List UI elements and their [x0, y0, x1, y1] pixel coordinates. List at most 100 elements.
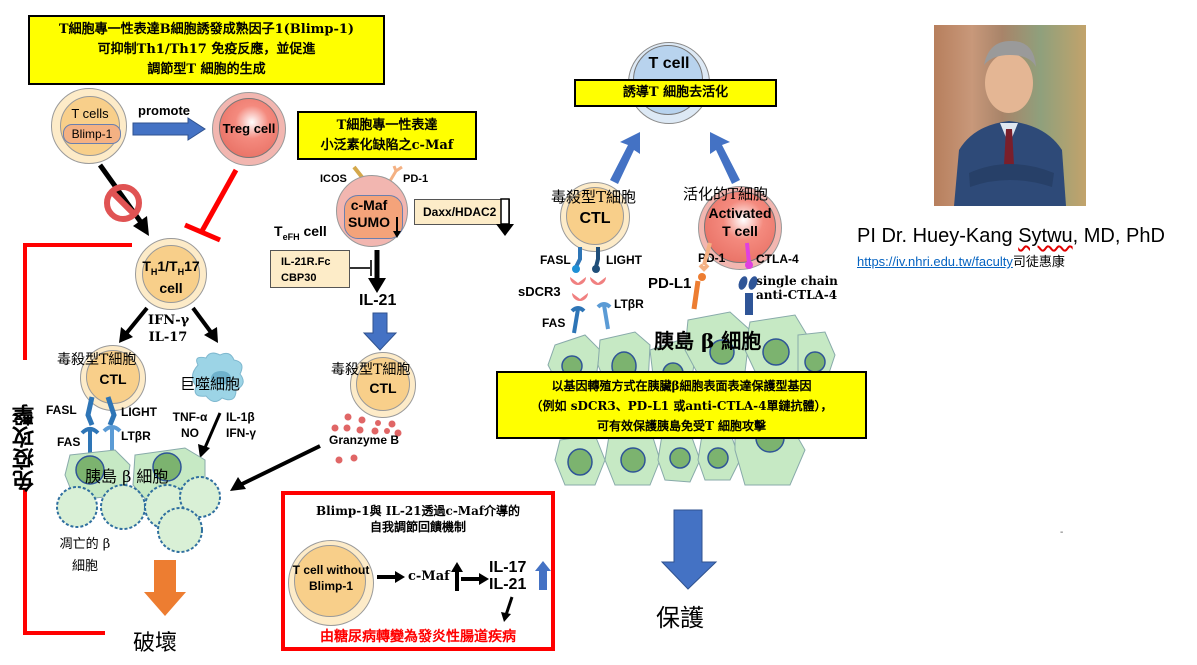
feedback-cmaf: c-Maf	[408, 569, 450, 584]
ctl-caption-middle: 毒殺型T細胞	[331, 362, 411, 378]
cytokine-ifng-2: IFN-γ	[226, 426, 256, 440]
granzyme-to-islet-arrow	[230, 444, 321, 491]
activated-line2: T cell	[722, 223, 758, 239]
deficient-line1: T cell without	[292, 563, 370, 577]
single-chain-line2: anti-CTLA-4	[756, 288, 838, 302]
cmaf-to-il-arrow	[461, 573, 489, 585]
promote-label: promote	[138, 103, 190, 118]
fas-label-left: FAS	[57, 435, 81, 449]
macrophage-caption: 巨噬細胞	[180, 375, 241, 393]
il21-blue-arrow	[362, 312, 398, 351]
fas-label-right: FAS	[542, 316, 566, 330]
protect-label: 保護	[656, 604, 704, 632]
blimp1-pill: Blimp-1	[63, 124, 121, 144]
stray-mark: -	[1060, 527, 1064, 538]
blimp1-header-line1: T細胞專一性表達B細胞誘發成熟因子1(Blimp-1)	[58, 22, 355, 37]
blimp1-header-box: T細胞專一性表達B細胞誘發成熟因子1(Blimp-1) 可抑制Th1/Th17 …	[28, 15, 385, 85]
protect-line1: 以基因轉殖方式在胰臟β細胞表面表達保護型基因	[551, 379, 812, 393]
il-to-disease-arrow	[501, 596, 514, 622]
cmaf-nucleus	[344, 195, 403, 239]
blimp1-header-line3: 調節型T 細胞的生成	[147, 62, 266, 77]
feedback-title: Blimp-1與 IL-21透過c-Maf介導的 自我調節回饋機制	[285, 503, 551, 535]
ctl-label-middle: CTL	[369, 380, 397, 396]
il-up-blue-arrow	[535, 561, 551, 590]
pi-link-row: https://iv.nhri.edu.tw/faculty司徒惠康	[857, 251, 1065, 270]
cmaf-header-line2: 小泛素化缺陷之c-Maf	[320, 138, 454, 153]
ctla4-label: CTLA-4	[756, 252, 799, 266]
daxx-label: Daxx/HDAC2	[423, 205, 497, 219]
ctla4-antibody	[738, 242, 758, 315]
blocked-arrow	[97, 163, 149, 236]
inhibitor-il21rfc: IL-21R.Fc	[281, 256, 331, 268]
macrophage-cell	[192, 352, 244, 402]
feedback-il-labels: IL-17 IL-21	[489, 559, 526, 593]
ctl-cell-middle-inner	[356, 357, 410, 411]
pi-chinese-name: 司徒惠康	[1012, 254, 1065, 269]
destroy-arrow	[144, 560, 186, 616]
pd1-label-middle: PD-1	[403, 173, 429, 185]
apoptotic-line2: 細胞	[71, 559, 98, 574]
th-to-ctl-arrow	[119, 306, 149, 343]
cmaf-header-line1: T細胞專一性表達	[336, 118, 438, 133]
ctl-to-tcell-arrow	[610, 132, 640, 184]
inhibitor-t-line	[350, 260, 372, 276]
islet-label-left: 胰島 β 細胞	[85, 467, 169, 486]
protect-arrow	[660, 509, 718, 590]
cmaf-line2: SUMO	[348, 214, 390, 230]
cmaf-line1: c-Maf	[350, 197, 388, 213]
th1-th17-label: TH1/TH17 cell	[130, 258, 212, 296]
icos-label: ICOS	[320, 173, 347, 185]
treg-cell-inner	[219, 98, 279, 158]
pi-name: PI Dr. Huey-Kang Sytwu, MD, PhD	[857, 225, 1165, 248]
pi-name-prefix: PI Dr. Huey-Kang	[857, 225, 1019, 247]
faculty-link[interactable]: https://iv.nhri.edu.tw/faculty	[857, 254, 1013, 269]
activated-to-tcell-arrow	[710, 132, 740, 184]
apoptotic-line1: 凋亡的 β	[59, 537, 111, 552]
ctl-label-right: CTL	[579, 210, 611, 227]
th-to-macrophage-arrow	[191, 306, 218, 343]
feedback-il17: IL-17	[489, 559, 527, 576]
prohibited-icon	[104, 184, 142, 222]
inhibitor-cbp30: CBP30	[281, 272, 317, 284]
pi-name-suffix: , MD, PhD	[1072, 225, 1165, 247]
cytokine-il1b: IL-1β	[226, 410, 255, 424]
single-chain-line1: single chain	[756, 274, 838, 288]
macro-cytokines-left: TNF-α NO	[170, 409, 210, 441]
cmaf-label: c-Maf SUMO	[346, 197, 392, 231]
light-label-left: LIGHT	[121, 405, 157, 419]
protect-line2: （例如 sDCR3、PD-L1 或anti-CTLA-4單鏈抗體），	[530, 399, 833, 413]
protection-box: 以基因轉殖方式在胰臟β細胞表面表達保護型基因 （例如 sDCR3、PD-L1 或…	[496, 371, 867, 439]
cmaf-up-arrow	[451, 562, 463, 591]
destroy-label: 破壞	[133, 631, 178, 656]
ctl-caption-left: 毒殺型T細胞	[57, 352, 137, 368]
islet-label-right: 胰島 β 細胞	[654, 329, 762, 353]
granzyme-label: Granzyme B	[329, 433, 400, 447]
single-chain-label: single chain anti-CTLA-4	[756, 274, 838, 302]
pi-portrait-photo	[934, 25, 1086, 206]
pd1-pdl1-interaction	[691, 242, 712, 310]
ltbr-label-left: LTβR	[121, 429, 151, 443]
blimp1-deficient-label: T cell without Blimp-1	[284, 562, 378, 594]
activated-label: Activated T cell	[698, 204, 782, 240]
activated-tcell-inner	[704, 191, 776, 263]
granzyme-dots	[331, 413, 402, 464]
cytokine-il17: IL-17	[148, 330, 188, 345]
macro-cytokines-right: IL-1β IFN-γ	[226, 409, 256, 441]
th-label-line2: cell	[159, 279, 183, 296]
activated-line1: Activated	[708, 205, 772, 221]
feedback-il21: IL-21	[489, 576, 527, 593]
pi-name-surname: Sytwu	[1018, 225, 1073, 247]
tcell-label: T cells	[71, 106, 109, 121]
ctl-cell-left-inner	[86, 350, 140, 404]
ctl-caption-right: 毒殺型T細胞	[551, 188, 637, 206]
portrait-silhouette	[954, 40, 1066, 206]
feedback-title-line2: 自我調節回饋機制	[369, 520, 466, 534]
ctl-label-left: CTL	[99, 371, 127, 387]
daxx-down-arrow	[496, 198, 514, 236]
blimp1-deficient-inner	[294, 545, 366, 617]
blimp1-header-line2: 可抑制Th1/Th17 免疫反應，並促進	[97, 42, 316, 57]
immune-attack-label: 免疫攻擊	[12, 404, 38, 492]
th1-th17-inner	[142, 245, 200, 303]
tefh-to-il21-arrow	[368, 250, 386, 293]
tefh-label: TeFH cell	[274, 223, 327, 242]
